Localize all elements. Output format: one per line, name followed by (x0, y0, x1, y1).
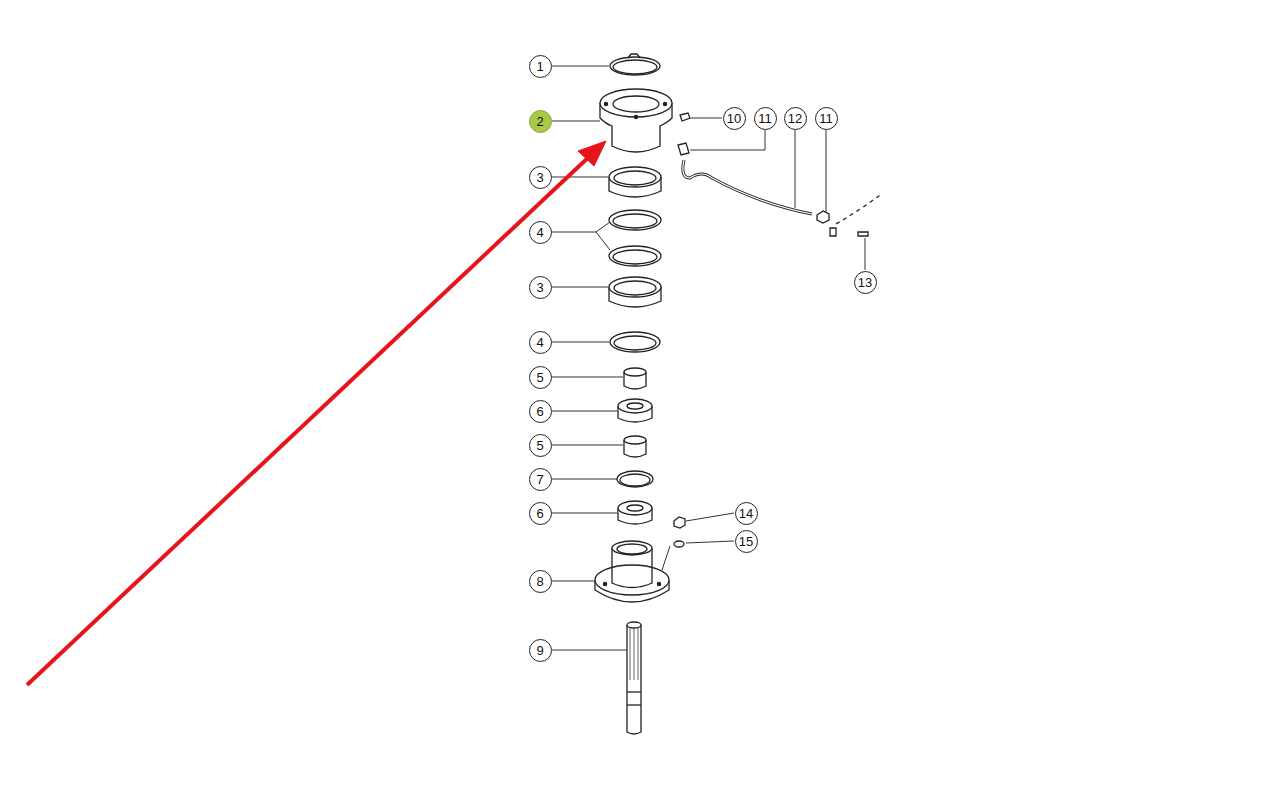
callout-circle: 11 (815, 107, 838, 130)
callout-number: 11 (819, 112, 833, 125)
callout-circle: 1 (529, 55, 552, 78)
callout-circle: 8 (529, 570, 552, 593)
callout-number: 8 (536, 575, 543, 588)
callout-number: 5 (536, 439, 543, 452)
callout-circle: 11 (754, 107, 777, 130)
callout-circle: 5 (529, 366, 552, 389)
callout-number: 3 (536, 281, 543, 294)
callout-number: 1 (536, 60, 543, 73)
callout-number: 15 (739, 535, 753, 548)
callout-number: 12 (788, 112, 802, 125)
callout-circle: 12 (784, 107, 807, 130)
callout-circle: 9 (529, 639, 552, 662)
callout-circle: 4 (529, 331, 552, 354)
callout-number: 5 (536, 371, 543, 384)
callout-number: 13 (858, 276, 872, 289)
callout-circle: 6 (529, 400, 552, 423)
callout-circle: 7 (529, 468, 552, 491)
callout-number: 11 (758, 112, 772, 125)
callout-circle: 6 (529, 502, 552, 525)
callout-circle: 14 (735, 502, 758, 525)
callout-number: 2 (536, 115, 543, 128)
callout-number: 7 (536, 473, 543, 486)
callout-number: 9 (536, 644, 543, 657)
callout-circle: 4 (529, 221, 552, 244)
callout-number: 4 (536, 226, 543, 239)
callout-circle: 15 (735, 530, 758, 553)
callout-number: 10 (727, 112, 741, 125)
callout-number: 4 (536, 336, 543, 349)
callout-circle: 13 (854, 271, 877, 294)
callout-circle: 3 (529, 166, 552, 189)
callout-circle: 5 (529, 434, 552, 457)
callout-number: 6 (536, 507, 543, 520)
callout-circle: 10 (723, 107, 746, 130)
callout-circle: 2 (529, 110, 552, 133)
callout-number: 14 (739, 507, 753, 520)
callout-number: 6 (536, 405, 543, 418)
callout-circle: 3 (529, 276, 552, 299)
callout-number: 3 (536, 171, 543, 184)
